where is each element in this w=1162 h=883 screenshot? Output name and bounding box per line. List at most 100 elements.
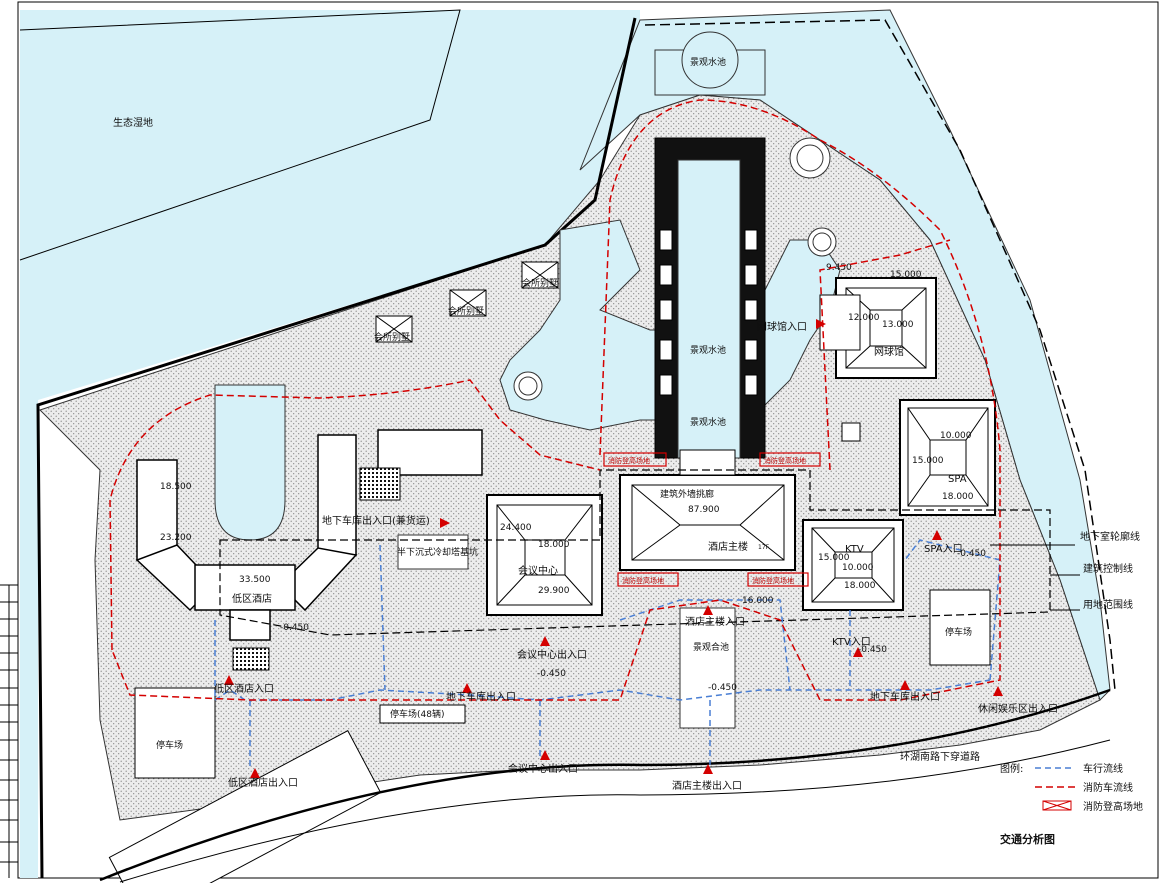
sheet-ruler — [0, 584, 18, 878]
legend: 图例: 车行流线 消防车流线 消防登高场地 — [1000, 762, 1143, 813]
leisure-entrance-label: 休闲娱乐区出入口 — [978, 702, 1058, 715]
legend-heading: 图例: — [1000, 762, 1023, 775]
ktv-elev-b: 10.000 — [842, 563, 874, 573]
parking-label-3: 停车场 — [945, 626, 972, 638]
wetland-label: 生态湿地 — [113, 116, 153, 129]
low-hotel-drop — [232, 647, 270, 671]
canal-label-2: 景观水池 — [690, 416, 726, 428]
ring-road-outer — [99, 688, 1111, 882]
callout-building-ctrl: 建筑控制线 — [1083, 562, 1133, 575]
legend-vehicle-label: 车行流线 — [1083, 762, 1123, 775]
entry-pool-label: 景观合池 — [693, 641, 729, 653]
u-lake — [214, 384, 286, 541]
top-pool-label: 景观水池 — [690, 56, 726, 68]
canal-water — [677, 159, 741, 459]
tennis-building — [819, 277, 937, 379]
tennis-elev-d: 9.450 — [826, 263, 852, 273]
conf-elev-b: 18.000 — [538, 540, 570, 550]
spa-building — [899, 399, 996, 516]
parking-lots — [108, 589, 991, 883]
fire-zone-label-3: 消防登高场地 — [622, 576, 664, 585]
spa-elev-a: 10.000 — [940, 431, 972, 441]
road-under-label: 环湖南路下穿道路 — [900, 750, 980, 763]
entry-pool — [679, 607, 736, 729]
ktv-entrance-label: KTV入口 — [832, 637, 871, 648]
tennis-elev-c: 13.000 — [882, 320, 914, 330]
site-boundary-dashed — [644, 19, 1116, 691]
spa-label: SPA — [948, 474, 967, 485]
tennis-label: 网球馆 — [874, 345, 904, 358]
canal-pavilions — [659, 229, 758, 396]
low-hotel-label: 低区酒店 — [232, 592, 272, 605]
elev-5: -0.450 — [957, 549, 986, 559]
tennis-elev-a: 15.000 — [890, 270, 922, 280]
garage-entrance-2-label: 地下车库出入口 — [446, 690, 516, 703]
site-boundary — [36, 17, 637, 879]
hotel-exit-label: 酒店主楼出入口 — [672, 779, 742, 792]
elev-4: -0.450 — [858, 645, 887, 655]
ktv-building — [802, 519, 904, 611]
callout-site-boundary: 用地范围线 — [1083, 598, 1133, 611]
garage-entrance-label: 地下车库出入口(兼货运) — [322, 514, 430, 527]
basement-outline — [219, 469, 1051, 636]
tennis-elev-b: 12.000 — [848, 313, 880, 323]
villa-label-2: 会所别墅 — [448, 305, 484, 317]
ktv-elev-c: 18.000 — [844, 581, 876, 591]
parking-label-1: 停车场 — [156, 739, 183, 751]
low-hotel-elev-b: 23.200 — [160, 533, 192, 543]
conf-exit-label: 会议中心出入口 — [508, 762, 578, 775]
elev-2: -0.450 — [537, 669, 566, 679]
villas — [375, 261, 559, 343]
ktv-label: KTV — [845, 544, 864, 555]
tennis-entrance-label: 网球馆入口 — [757, 320, 807, 333]
conf-label: 会议中心 — [518, 564, 558, 577]
fire-route — [109, 99, 1001, 701]
garden-ponds — [513, 137, 837, 401]
low-hotel-entrance-label: 低区酒店入口 — [214, 682, 274, 695]
villa-label-3: 会所别墅 — [522, 277, 558, 289]
spa-entrance-label: SPA入口 — [924, 544, 963, 555]
canal-label-1: 景观水池 — [690, 344, 726, 356]
wetland-road — [19, 9, 461, 261]
fire-zone-label-2: 消防登高场地 — [764, 456, 806, 465]
garage-entrance-3-label: 地下车库出入口 — [870, 690, 940, 703]
hotel-main-floors: 17F — [758, 544, 770, 551]
fire-zone-label-1: 消防登高场地 — [608, 456, 650, 465]
hotel-main-label: 酒店主楼 — [708, 540, 748, 553]
legend-zone-label: 消防登高场地 — [1083, 800, 1143, 813]
hotel-main-building — [619, 449, 796, 571]
conf-elev-a: 24.400 — [500, 523, 532, 533]
conf-entrance-label: 会议中心出入口 — [517, 648, 587, 661]
callout-lines — [990, 544, 1080, 611]
legend-fire-label: 消防车流线 — [1083, 781, 1133, 794]
villa-label-1: 会所别墅 — [374, 331, 410, 343]
ktv-elev-a: 15.000 — [818, 553, 850, 563]
conference-building — [486, 494, 603, 616]
hotel-entrance-label: 酒店主楼入口 — [685, 615, 745, 628]
conf-elev-c: 29.900 — [538, 586, 570, 596]
lake-water — [20, 10, 640, 878]
drawing-title: 交通分析图 — [1000, 832, 1055, 846]
parking-label-2: 停车场(48辆) — [390, 708, 444, 720]
sunken-label: 半下沉式冷却塔基坑 — [397, 546, 478, 558]
low-hotel-elev-c: 33.500 — [239, 575, 271, 585]
spa-elev-b: 15.000 — [912, 456, 944, 466]
low-hotel-elev-a: 18.500 — [160, 482, 192, 492]
fire-zones — [603, 452, 821, 587]
entrance-markers — [224, 319, 1003, 778]
elev-6: 16.000 — [742, 596, 774, 606]
fire-zone-label-4: 消防登高场地 — [752, 576, 794, 585]
spa-elev-c: 18.000 — [942, 492, 974, 502]
legend-zone-swatch — [1042, 800, 1072, 811]
hotel-main-note: 建筑外墙挑廊 — [660, 488, 714, 500]
garage-ramp-building — [359, 429, 483, 570]
low-hotel-building — [135, 434, 358, 641]
callout-basement: 地下室轮廓线 — [1080, 530, 1140, 543]
ring-road-inner — [119, 739, 1111, 883]
low-hotel-exit-label: 低区酒店出入口 — [228, 776, 298, 789]
elev-3: -0.450 — [708, 683, 737, 693]
hotel-main-elev: 87.900 — [688, 505, 720, 515]
elev-1: -0.450 — [280, 623, 309, 633]
spa-link — [841, 422, 861, 442]
